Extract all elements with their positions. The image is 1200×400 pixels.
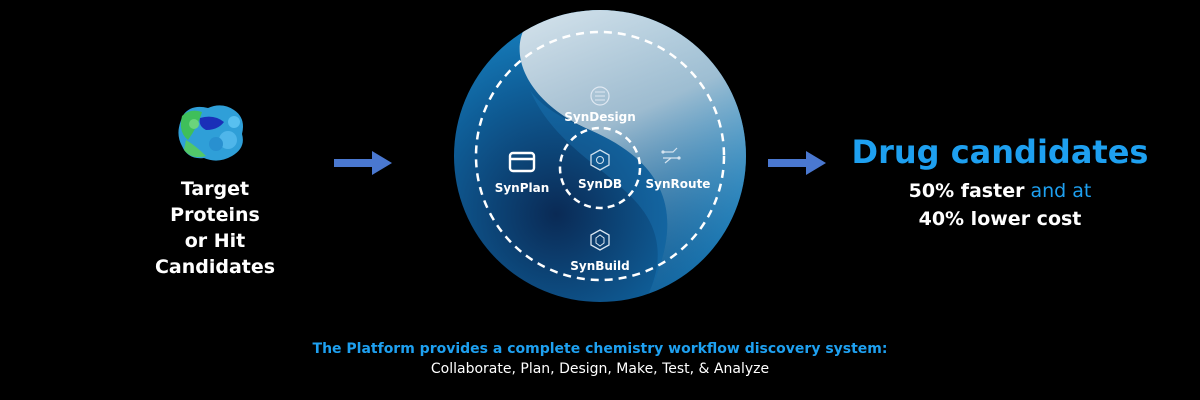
- input-line: Target: [180, 178, 250, 200]
- node-syndb: SynDB: [577, 177, 623, 191]
- syndb-icon: [590, 149, 610, 171]
- arrow-right-icon: [334, 151, 392, 175]
- syndesign-icon: [590, 86, 610, 106]
- platform-circle: [454, 10, 746, 302]
- node-synroute: SynRoute: [645, 177, 711, 191]
- protein-structure-image: [178, 105, 243, 161]
- synroute-icon: [661, 147, 681, 164]
- input-line: or Hit: [184, 230, 246, 252]
- output-line2: 40% lower cost: [918, 208, 1082, 230]
- caption-line1: The Platform provides a complete chemist…: [312, 341, 888, 357]
- synbuild-icon: [590, 229, 610, 251]
- output-title: Drug candidates: [851, 133, 1149, 171]
- platform-diagram: SynDesign SynPlan SynDB SynRoute SynBuil…: [440, 10, 760, 302]
- arrow-right-icon: [768, 151, 826, 175]
- caption-line2: Collaborate, Plan, Design, Make, Test, &…: [430, 361, 770, 377]
- output-line1: 50% faster and at: [840, 178, 1160, 204]
- node-syndesign: SynDesign: [564, 110, 636, 124]
- output-line1-bold: 50% faster: [908, 180, 1025, 202]
- synplan-icon: [508, 151, 536, 173]
- input-line: Proteins: [170, 204, 260, 226]
- node-synplan: SynPlan: [494, 181, 550, 195]
- node-synbuild: SynBuild: [570, 259, 630, 273]
- input-line: Candidates: [154, 256, 276, 278]
- input-label: Target Proteins or Hit Candidates: [130, 176, 300, 280]
- output-line1-rest: and at: [1024, 180, 1092, 202]
